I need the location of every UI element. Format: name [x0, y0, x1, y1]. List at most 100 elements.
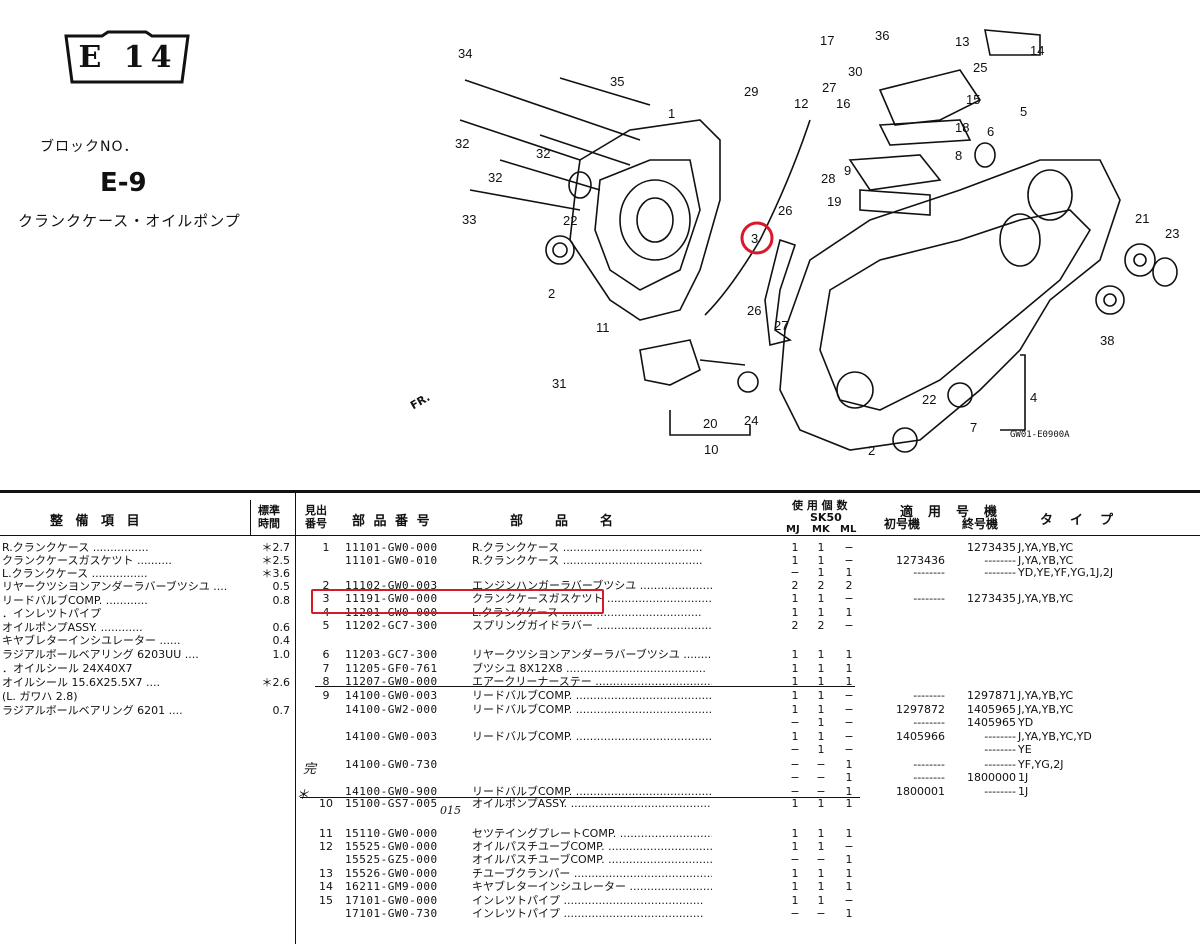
ref-number: 14 — [319, 880, 333, 893]
qty-mj: 1 — [791, 662, 799, 675]
qty-mk: 1 — [817, 827, 825, 840]
part-name: エアークリーナーステー ............................… — [472, 675, 712, 688]
part-name: R.クランクケース ..............................… — [472, 554, 703, 567]
block-number-label: ブロックNO． — [40, 139, 139, 155]
svg-text:35: 35 — [610, 74, 624, 89]
svg-text:26: 26 — [747, 303, 761, 318]
part-name: リードバルブCOMP. ............................… — [472, 785, 712, 798]
svg-text:1: 1 — [668, 106, 675, 121]
left-header-std2: 時間 — [258, 517, 280, 530]
ref-number: 3 — [322, 592, 330, 605]
type-codes: YF,YG,2J — [1018, 758, 1064, 771]
part-number: 17101-GW0-000 — [345, 894, 438, 907]
std-column-divider — [250, 500, 251, 536]
qty-ml: − — [844, 894, 854, 907]
left-row: リードバルブCOMP. ............0.8 — [2, 594, 290, 607]
qty-mk: 2 — [817, 619, 825, 632]
svg-text:23: 23 — [1165, 226, 1179, 241]
qty-ml: 1 — [845, 907, 853, 920]
first-serial: -------- — [913, 758, 945, 771]
qty-mk: 1 — [817, 880, 825, 893]
highlighted-row-frame — [311, 589, 604, 614]
qty-mk: 1 — [817, 716, 825, 729]
first-serial: -------- — [913, 592, 945, 605]
callout-label: 34 — [458, 46, 472, 61]
left-table-divider — [295, 493, 296, 944]
parts-header-ref2: 番号 — [305, 517, 327, 530]
handwritten-note: 完 — [303, 762, 317, 777]
qty-ml: − — [844, 703, 854, 716]
svg-text:7: 7 — [970, 420, 977, 435]
first-serial: -------- — [913, 771, 945, 784]
handwritten-mark: ＊ — [296, 788, 310, 803]
qty-mj: 2 — [791, 579, 799, 592]
left-row: ．オイルシール 24X40X7 — [2, 662, 133, 675]
left-header-item: 整 備 項 目 — [50, 514, 144, 529]
qty-ml: 1 — [845, 853, 853, 866]
svg-text:19: 19 — [827, 194, 841, 209]
left-header-std1: 標準 — [258, 504, 280, 517]
bearing-shape — [545, 235, 575, 265]
last-serial: 1297871 — [967, 689, 1016, 702]
svg-text:30: 30 — [848, 64, 862, 79]
part-number: 11101-GW0-010 — [345, 554, 438, 567]
handwritten-code: 015 — [440, 804, 461, 817]
ref-number: 1 — [322, 541, 330, 554]
parts-header-ml: ML — [840, 524, 857, 535]
type-codes: 1J — [1018, 771, 1029, 784]
left-row: (L. ガワハ 2.8) — [2, 690, 78, 703]
part-number: 11207-GW0-000 — [345, 675, 438, 688]
qty-mj: 1 — [791, 730, 799, 743]
last-serial: -------- — [984, 758, 1016, 771]
section-badge-frame — [64, 30, 190, 84]
part-number: 14100-GW0-003 — [345, 689, 438, 702]
last-serial: 1273435 — [967, 592, 1016, 605]
qty-ml: 1 — [845, 771, 853, 784]
svg-text:22: 22 — [922, 392, 936, 407]
qty-mj: 1 — [791, 867, 799, 880]
svg-text:31: 31 — [552, 376, 566, 391]
qty-mj: − — [790, 716, 800, 729]
last-serial: 1405965 — [967, 703, 1016, 716]
qty-mk: 2 — [817, 579, 825, 592]
part-name: スプリングガイドラバー ............................… — [472, 619, 712, 632]
type-codes: YE — [1018, 743, 1032, 756]
qty-mk: 1 — [817, 730, 825, 743]
qty-mk: − — [816, 771, 826, 784]
last-serial: -------- — [984, 566, 1016, 579]
parts-row: −1−--------YE — [300, 743, 1200, 757]
type-codes: YD,YE,YF,YG,1J,2J — [1018, 566, 1114, 579]
qty-ml: − — [844, 689, 854, 702]
qty-ml: 1 — [845, 880, 853, 893]
qty-ml: 1 — [845, 566, 853, 579]
part-number: 15525-GZ5-000 — [345, 853, 438, 866]
parts-header-mj: MJ — [786, 524, 800, 535]
header-bottom-rule — [0, 535, 1200, 536]
table-top-rule — [0, 490, 1200, 493]
part-number: 11202-GC7-300 — [345, 619, 438, 632]
qty-mk: 1 — [817, 840, 825, 853]
svg-text:18: 18 — [955, 120, 969, 135]
svg-text:15: 15 — [966, 92, 980, 107]
ref-number: 11 — [319, 827, 333, 840]
qty-mj: 2 — [791, 619, 799, 632]
qty-ml: − — [844, 743, 854, 756]
part-name: セツテイングプレートCOMP. ........................… — [472, 827, 712, 840]
part-name: リヤークツシヨンアンダーラバーブツシユ ....................… — [472, 648, 712, 661]
part-name: リードバルブCOMP. ............................… — [472, 689, 712, 702]
left-row: R.クランクケース ................＊2.7 — [2, 541, 290, 554]
qty-mk: 1 — [817, 566, 825, 579]
qty-mk: 1 — [817, 797, 825, 810]
part-number: 16211-GM9-000 — [345, 880, 438, 893]
part-number: 11203-GC7-300 — [345, 648, 438, 661]
parts-header-first: 初号機 — [884, 517, 921, 531]
svg-text:38: 38 — [1100, 333, 1114, 348]
